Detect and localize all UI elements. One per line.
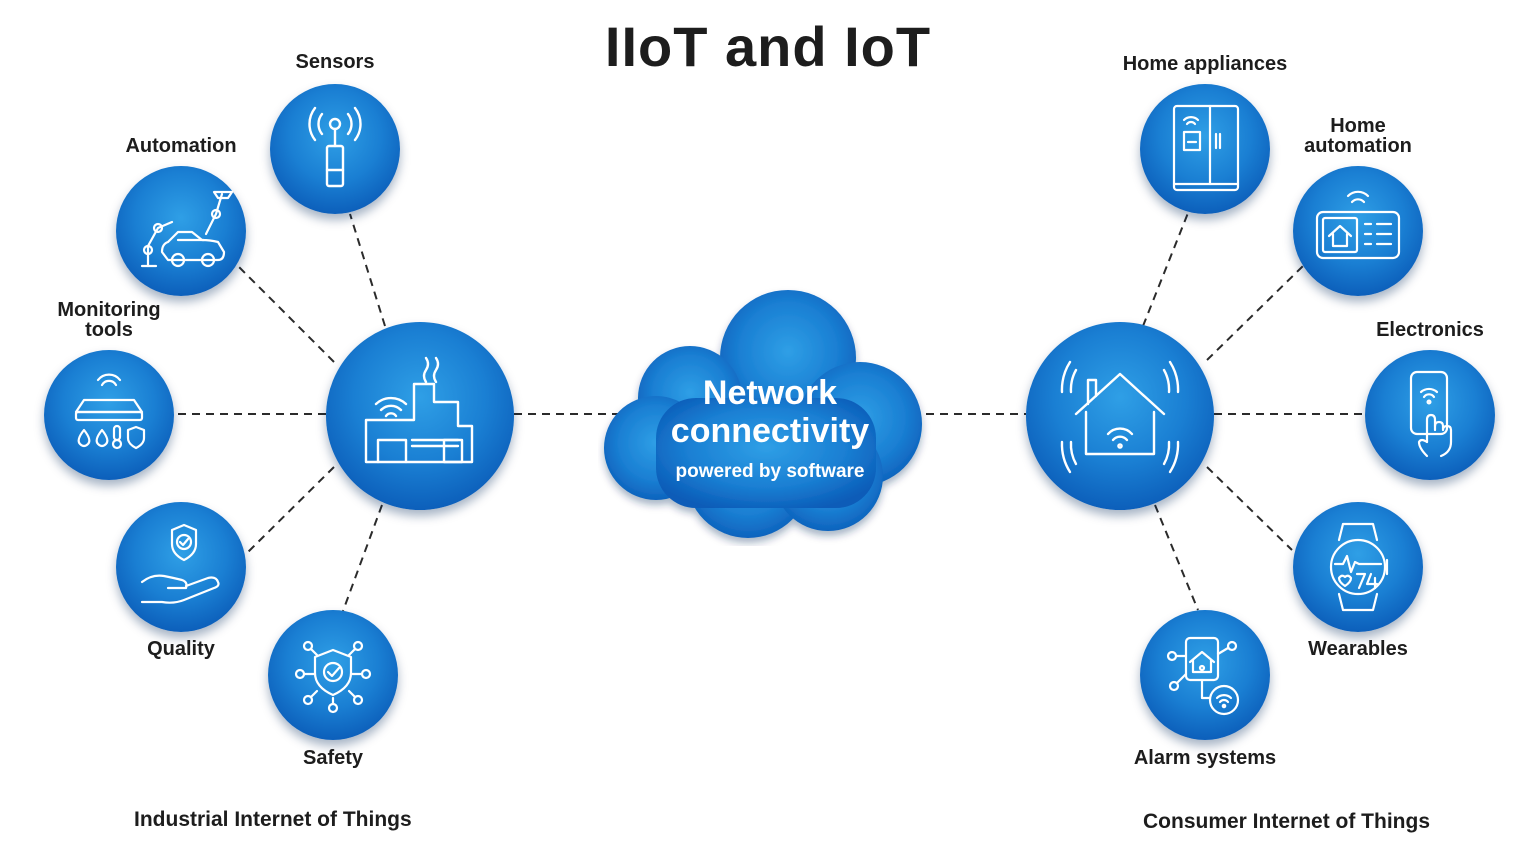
electronics-node[interactable] xyxy=(1365,350,1495,480)
line-hub-automation xyxy=(236,264,335,363)
antenna-sensor-icon xyxy=(308,106,362,188)
label-safety: Safety xyxy=(302,747,364,769)
home-appliances-node[interactable] xyxy=(1140,84,1270,214)
label-monitoring-tools: Monitoring tools xyxy=(57,299,161,341)
page-title: IIoT and IoT xyxy=(604,15,932,78)
hand-shield-icon xyxy=(140,523,220,604)
industrial-hub xyxy=(326,322,514,510)
cloud-line1: Network xyxy=(702,374,838,412)
alarm-systems-node[interactable] xyxy=(1140,610,1270,740)
line-hub-appliances xyxy=(1142,212,1189,327)
smartphone-hand-icon xyxy=(1409,370,1453,458)
smart-home-icon xyxy=(1060,360,1180,474)
home-automation-node[interactable] xyxy=(1293,166,1423,296)
robot-arm-car-icon xyxy=(140,190,234,268)
line-hub-homeauto xyxy=(1206,265,1304,361)
label-automation: Automation xyxy=(125,135,237,157)
wearables-node[interactable] xyxy=(1293,502,1423,632)
smartwatch-icon xyxy=(1329,522,1389,612)
label-wearables: Wearables xyxy=(1308,638,1408,660)
alarm-home-network-icon xyxy=(1166,636,1240,716)
label-alarm-systems: Alarm systems xyxy=(1133,747,1277,769)
safety-node[interactable] xyxy=(268,610,398,740)
smart-fridge-icon xyxy=(1172,104,1240,192)
shield-network-icon xyxy=(294,640,372,714)
sensors-node[interactable] xyxy=(270,84,400,214)
label-electronics: Electronics xyxy=(1376,319,1484,341)
consumer-footer: Consumer Internet of Things xyxy=(1143,810,1431,833)
line-hub-alarm xyxy=(1154,504,1199,611)
control-panel-icon xyxy=(1315,190,1401,260)
cloud-line2: connectivity xyxy=(670,412,870,450)
monitoring-tools-node[interactable] xyxy=(44,350,174,480)
quality-node[interactable] xyxy=(116,502,246,632)
label-quality: Quality xyxy=(147,638,215,660)
line-hub-safety xyxy=(342,504,383,612)
line-hub-quality xyxy=(247,466,335,553)
label-home-automation: Home automation xyxy=(1304,115,1412,157)
cloud-icon xyxy=(604,290,922,538)
cloud-subtitle: powered by software xyxy=(675,461,865,482)
line-hub-wearables xyxy=(1206,466,1293,551)
label-home-appliances: Home appliances xyxy=(1122,53,1288,75)
industrial-footer: Industrial Internet of Things xyxy=(134,808,412,831)
monitoring-device-icon xyxy=(74,373,146,450)
consumer-hub xyxy=(1026,322,1214,510)
factory-wifi-icon xyxy=(364,356,474,464)
label-sensors: Sensors xyxy=(295,51,375,73)
line-hub-sensors xyxy=(349,213,386,327)
automation-node[interactable] xyxy=(116,166,246,296)
